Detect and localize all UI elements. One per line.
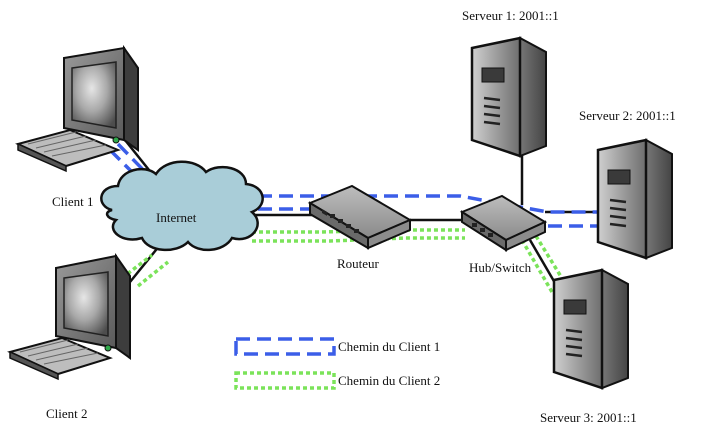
server2-drive <box>607 169 631 185</box>
server3-side <box>601 268 629 390</box>
client1-keys <box>27 131 107 157</box>
client2-keyboard-front <box>9 350 59 381</box>
server1-drive <box>481 67 505 83</box>
hub-label: Hub/Switch <box>469 260 532 275</box>
client1-path-segment-c <box>258 194 600 214</box>
server2-side <box>645 138 673 260</box>
server1-side <box>519 36 547 158</box>
router-device: Routeur <box>307 184 413 271</box>
server3-label: Serveur 3: 2001::1 <box>540 410 637 425</box>
internet-cloud: Internet <box>100 160 264 251</box>
cloud-shape <box>100 160 264 251</box>
legend-client1-label: Chemin du Client 1 <box>338 339 440 354</box>
server3-drive <box>563 299 587 315</box>
client1-power-led <box>112 136 120 144</box>
server3-front <box>552 268 604 390</box>
client2-monitor-side <box>115 252 131 360</box>
client1-label: Client 1 <box>52 194 94 209</box>
server1-front <box>470 36 522 158</box>
internet-label: Internet <box>156 210 197 225</box>
server1-vents <box>483 96 501 126</box>
client1-monitor-side <box>123 44 139 152</box>
legend-client1-swatch <box>234 337 336 356</box>
client1-computer: Client 1 <box>15 44 139 209</box>
server3-vents <box>565 328 583 358</box>
legend-client2-swatch <box>234 371 336 390</box>
client2-screen <box>63 271 109 337</box>
server3: Serveur 3: 2001::1 <box>540 268 637 425</box>
server2-front <box>596 138 648 260</box>
client2-computer: Client 2 <box>7 252 131 421</box>
server1-label: Serveur 1: 2001::1 <box>462 8 559 23</box>
hub-ports <box>472 223 493 237</box>
legend: Chemin du Client 1 Chemin du Client 2 <box>234 337 440 390</box>
router-label: Routeur <box>337 256 380 271</box>
server2-vents <box>609 198 627 228</box>
server2-label: Serveur 2: 2001::1 <box>579 108 676 123</box>
hub-device: Hub/Switch <box>459 194 548 275</box>
client1-keyboard-front <box>17 142 67 173</box>
server1: Serveur 1: 2001::1 <box>462 8 559 158</box>
client2-path-segment-a <box>120 253 154 280</box>
client2-power-led <box>104 344 112 352</box>
client1-screen <box>71 61 117 129</box>
hub-side <box>505 220 546 252</box>
client2-keys <box>19 339 99 365</box>
client2-path-segment-e <box>520 239 554 293</box>
legend-client2-label: Chemin du Client 2 <box>338 373 440 388</box>
link-client2-internet <box>129 244 161 283</box>
client2-label: Client 2 <box>46 406 88 421</box>
router-side <box>367 218 411 250</box>
server2: Serveur 2: 2001::1 <box>579 108 676 260</box>
router-ports <box>322 209 359 233</box>
